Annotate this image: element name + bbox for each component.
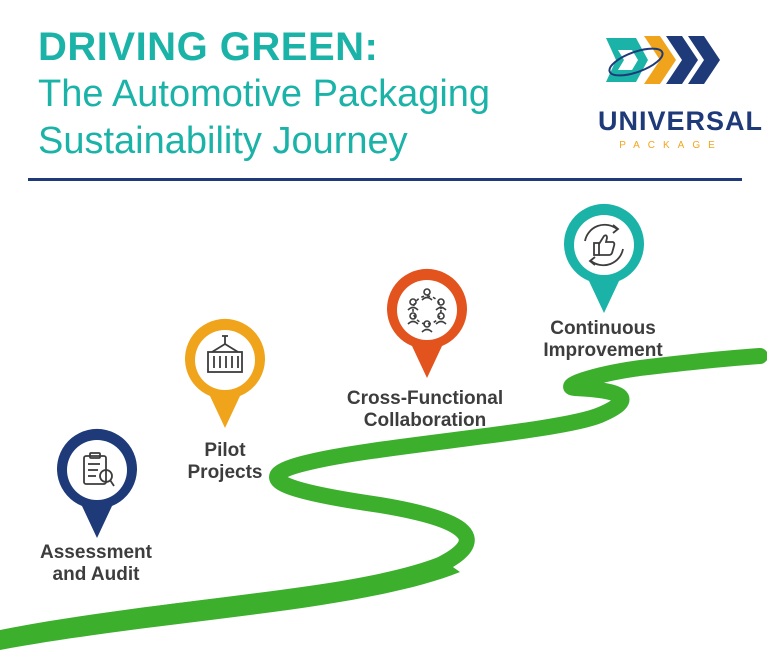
logo-subtitle: PACKAGE: [619, 140, 723, 151]
thumbs-up-cycle-icon: [584, 223, 624, 267]
logo-wordmark: UNIVERSAL: [598, 106, 764, 136]
page-title: DRIVING GREEN: The Automotive Packaging …: [38, 24, 490, 165]
label-improvement-line1: Continuous: [550, 318, 656, 339]
pin-pilot: [182, 318, 268, 428]
label-collaboration-line2: Collaboration: [363, 410, 487, 431]
logo-mark-icon: [606, 36, 720, 84]
label-collaboration-line1: Cross-Functional: [346, 388, 504, 409]
label-improvement: Continuous Improvement: [518, 318, 688, 362]
pin-collaboration: [384, 268, 470, 378]
shipping-container-icon: [207, 335, 243, 373]
label-collaboration: Cross-Functional Collaboration: [322, 388, 528, 432]
pin-assessment: [54, 428, 140, 538]
people-circle-icon: [407, 288, 447, 333]
label-assessment-line1: Assessment: [40, 542, 152, 563]
pin-improvement: [561, 203, 647, 313]
label-assessment: Assessment and Audit: [22, 542, 170, 586]
label-improvement-line2: Improvement: [543, 340, 663, 361]
label-pilot-line2: Projects: [187, 462, 263, 483]
label-assessment-line2: and Audit: [52, 564, 140, 585]
header-divider: [28, 178, 742, 181]
title-line-2: The Automotive Packaging: [38, 73, 491, 115]
universal-package-logo: UNIVERSAL PACKAGE: [596, 28, 762, 158]
label-pilot-line1: Pilot: [204, 440, 246, 461]
title-line-1: DRIVING GREEN:: [38, 25, 379, 69]
checklist-magnifier-icon: [83, 452, 115, 487]
label-pilot: Pilot Projects: [160, 440, 290, 484]
title-line-3: Sustainability Journey: [38, 120, 408, 162]
